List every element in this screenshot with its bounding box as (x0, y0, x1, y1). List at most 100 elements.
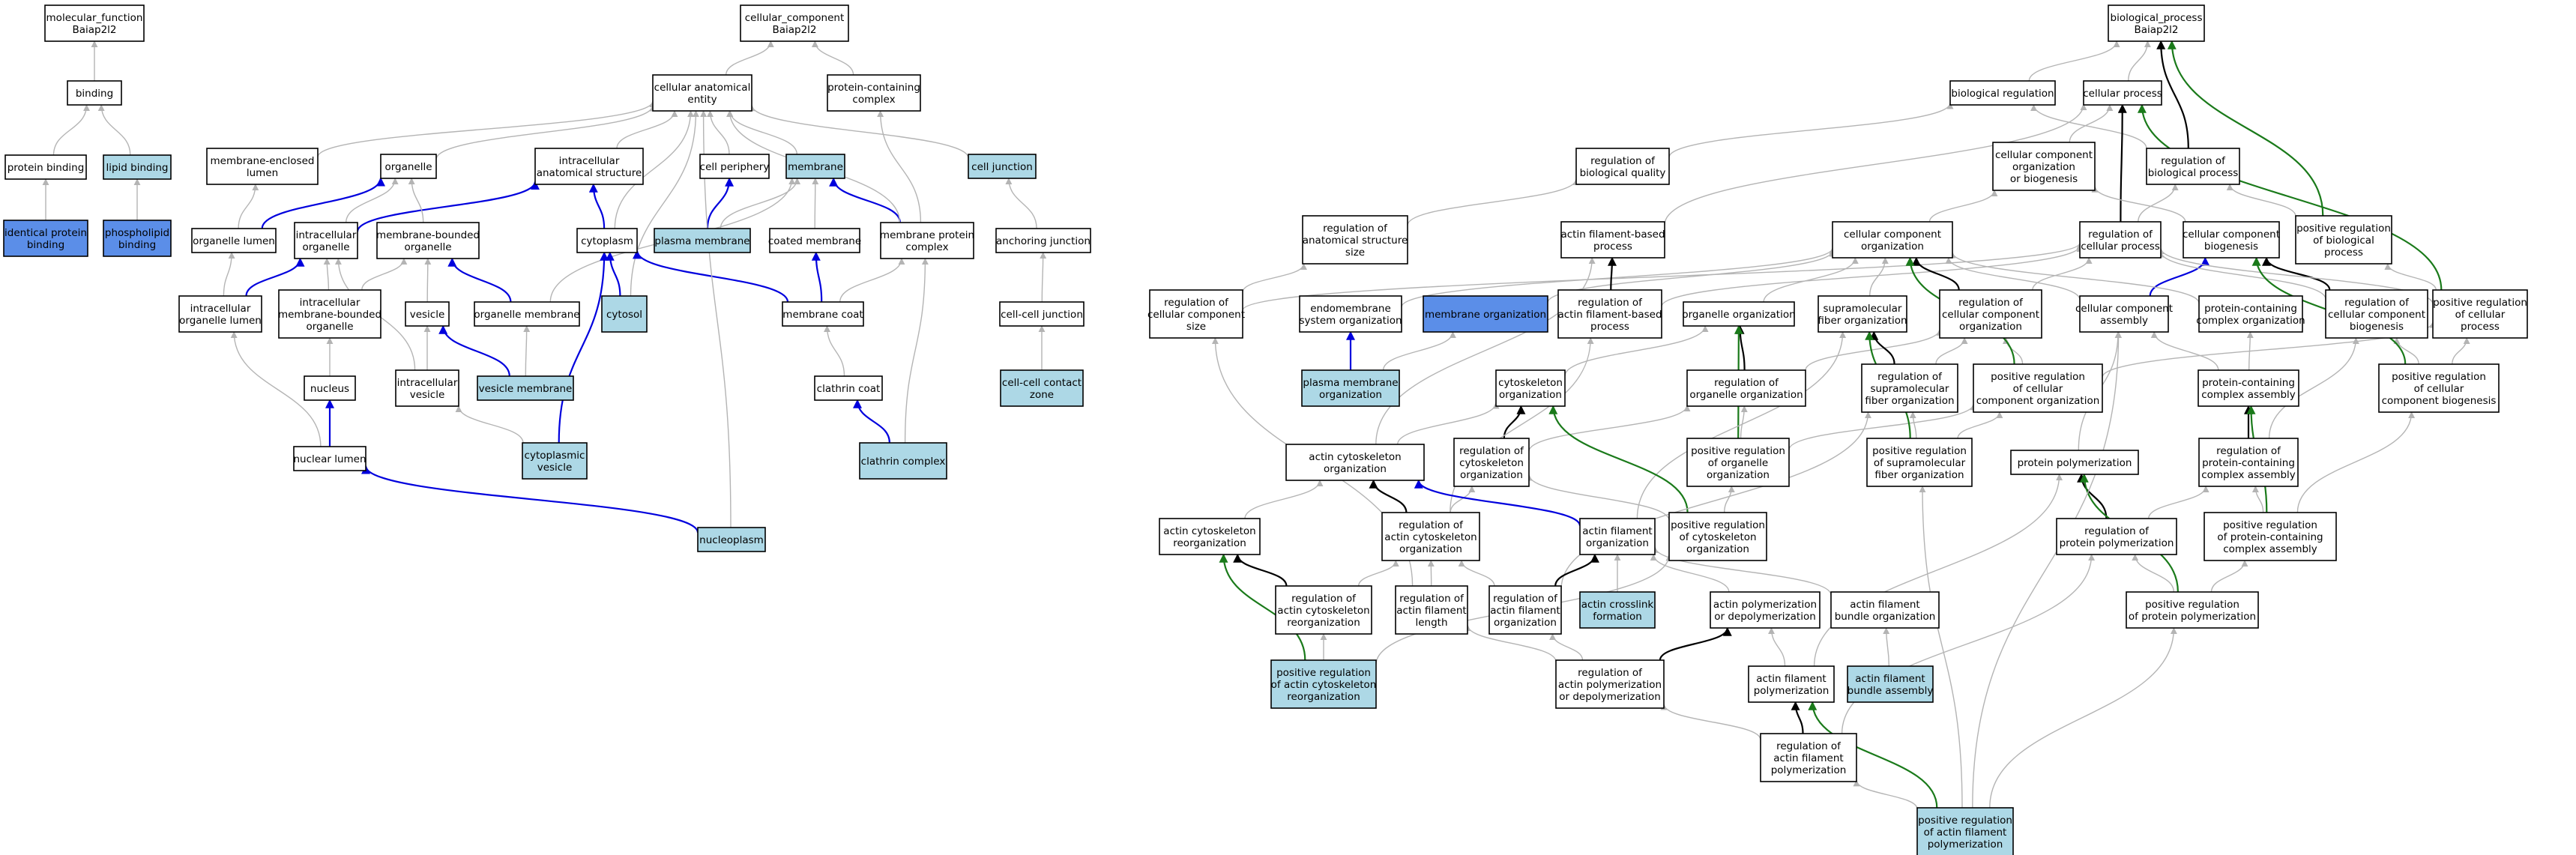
go-term-membrane[interactable]: membrane (785, 154, 845, 179)
go-term-cytoplasm[interactable]: cytoplasm (576, 228, 638, 253)
go-term-membrane-coat[interactable]: membrane coat (782, 301, 864, 327)
go-term-nucleus[interactable]: nucleus (304, 375, 356, 401)
go-term-anchoring-junction[interactable]: anchoring junction (995, 228, 1091, 253)
go-term-vesicle[interactable]: vesicle (405, 301, 450, 327)
go-term-organelle-lumen[interactable]: organelle lumen (191, 228, 277, 253)
go-term-organelle-membrane[interactable]: organelle membrane (474, 301, 580, 327)
edge-is-a (223, 252, 235, 297)
go-term-plasma-membrane[interactable]: plasma membrane (654, 228, 751, 253)
go-term-organelle[interactable]: organelle (380, 154, 437, 179)
go-term-organelle-organization[interactable]: organelle organization (1682, 301, 1796, 327)
go-term-cell-cell-junction[interactable]: cell-cell junction (999, 301, 1085, 327)
go-term-binding[interactable]: binding (67, 80, 122, 106)
go-term-protein-binding[interactable]: protein binding (4, 154, 87, 180)
edge-is-a (1841, 554, 2096, 734)
go-term-cellular-process[interactable]: cellular process (2083, 80, 2162, 106)
go-term-nuclear-lumen[interactable]: nuclear lumen (293, 446, 367, 471)
go-term-cytosol[interactable]: cytosol (601, 295, 648, 333)
go-term-clathrin-complex[interactable]: clathrin complex (859, 442, 947, 480)
go-term-cell-junction[interactable]: cell junction (968, 154, 1037, 179)
go-term-clathrin-coat[interactable]: clathrin coat (814, 375, 883, 401)
go-term-protein-polymerization[interactable]: protein polymerization (2010, 450, 2139, 475)
go-term-coated-membrane[interactable]: coated membrane (768, 228, 861, 253)
go-term-label: actin polymerization (1713, 599, 1817, 611)
go-term-lipid-binding[interactable]: lipid binding (103, 154, 172, 180)
edge-is-a (1935, 337, 1968, 365)
go-term-cell-periphery[interactable]: cell periphery (699, 154, 770, 179)
go-term-nucleoplasm[interactable]: nucleoplasm (697, 527, 766, 552)
go-term-biological-regulation[interactable]: biological regulation (1949, 80, 2056, 106)
go-term-label: process (2461, 321, 2500, 333)
go-term-membrane-organization[interactable]: membrane organization (1423, 295, 1548, 333)
go-term-vesicle-membrane[interactable]: vesicle membrane (477, 375, 574, 401)
go-term-label: plasma membrane (1303, 377, 1398, 389)
